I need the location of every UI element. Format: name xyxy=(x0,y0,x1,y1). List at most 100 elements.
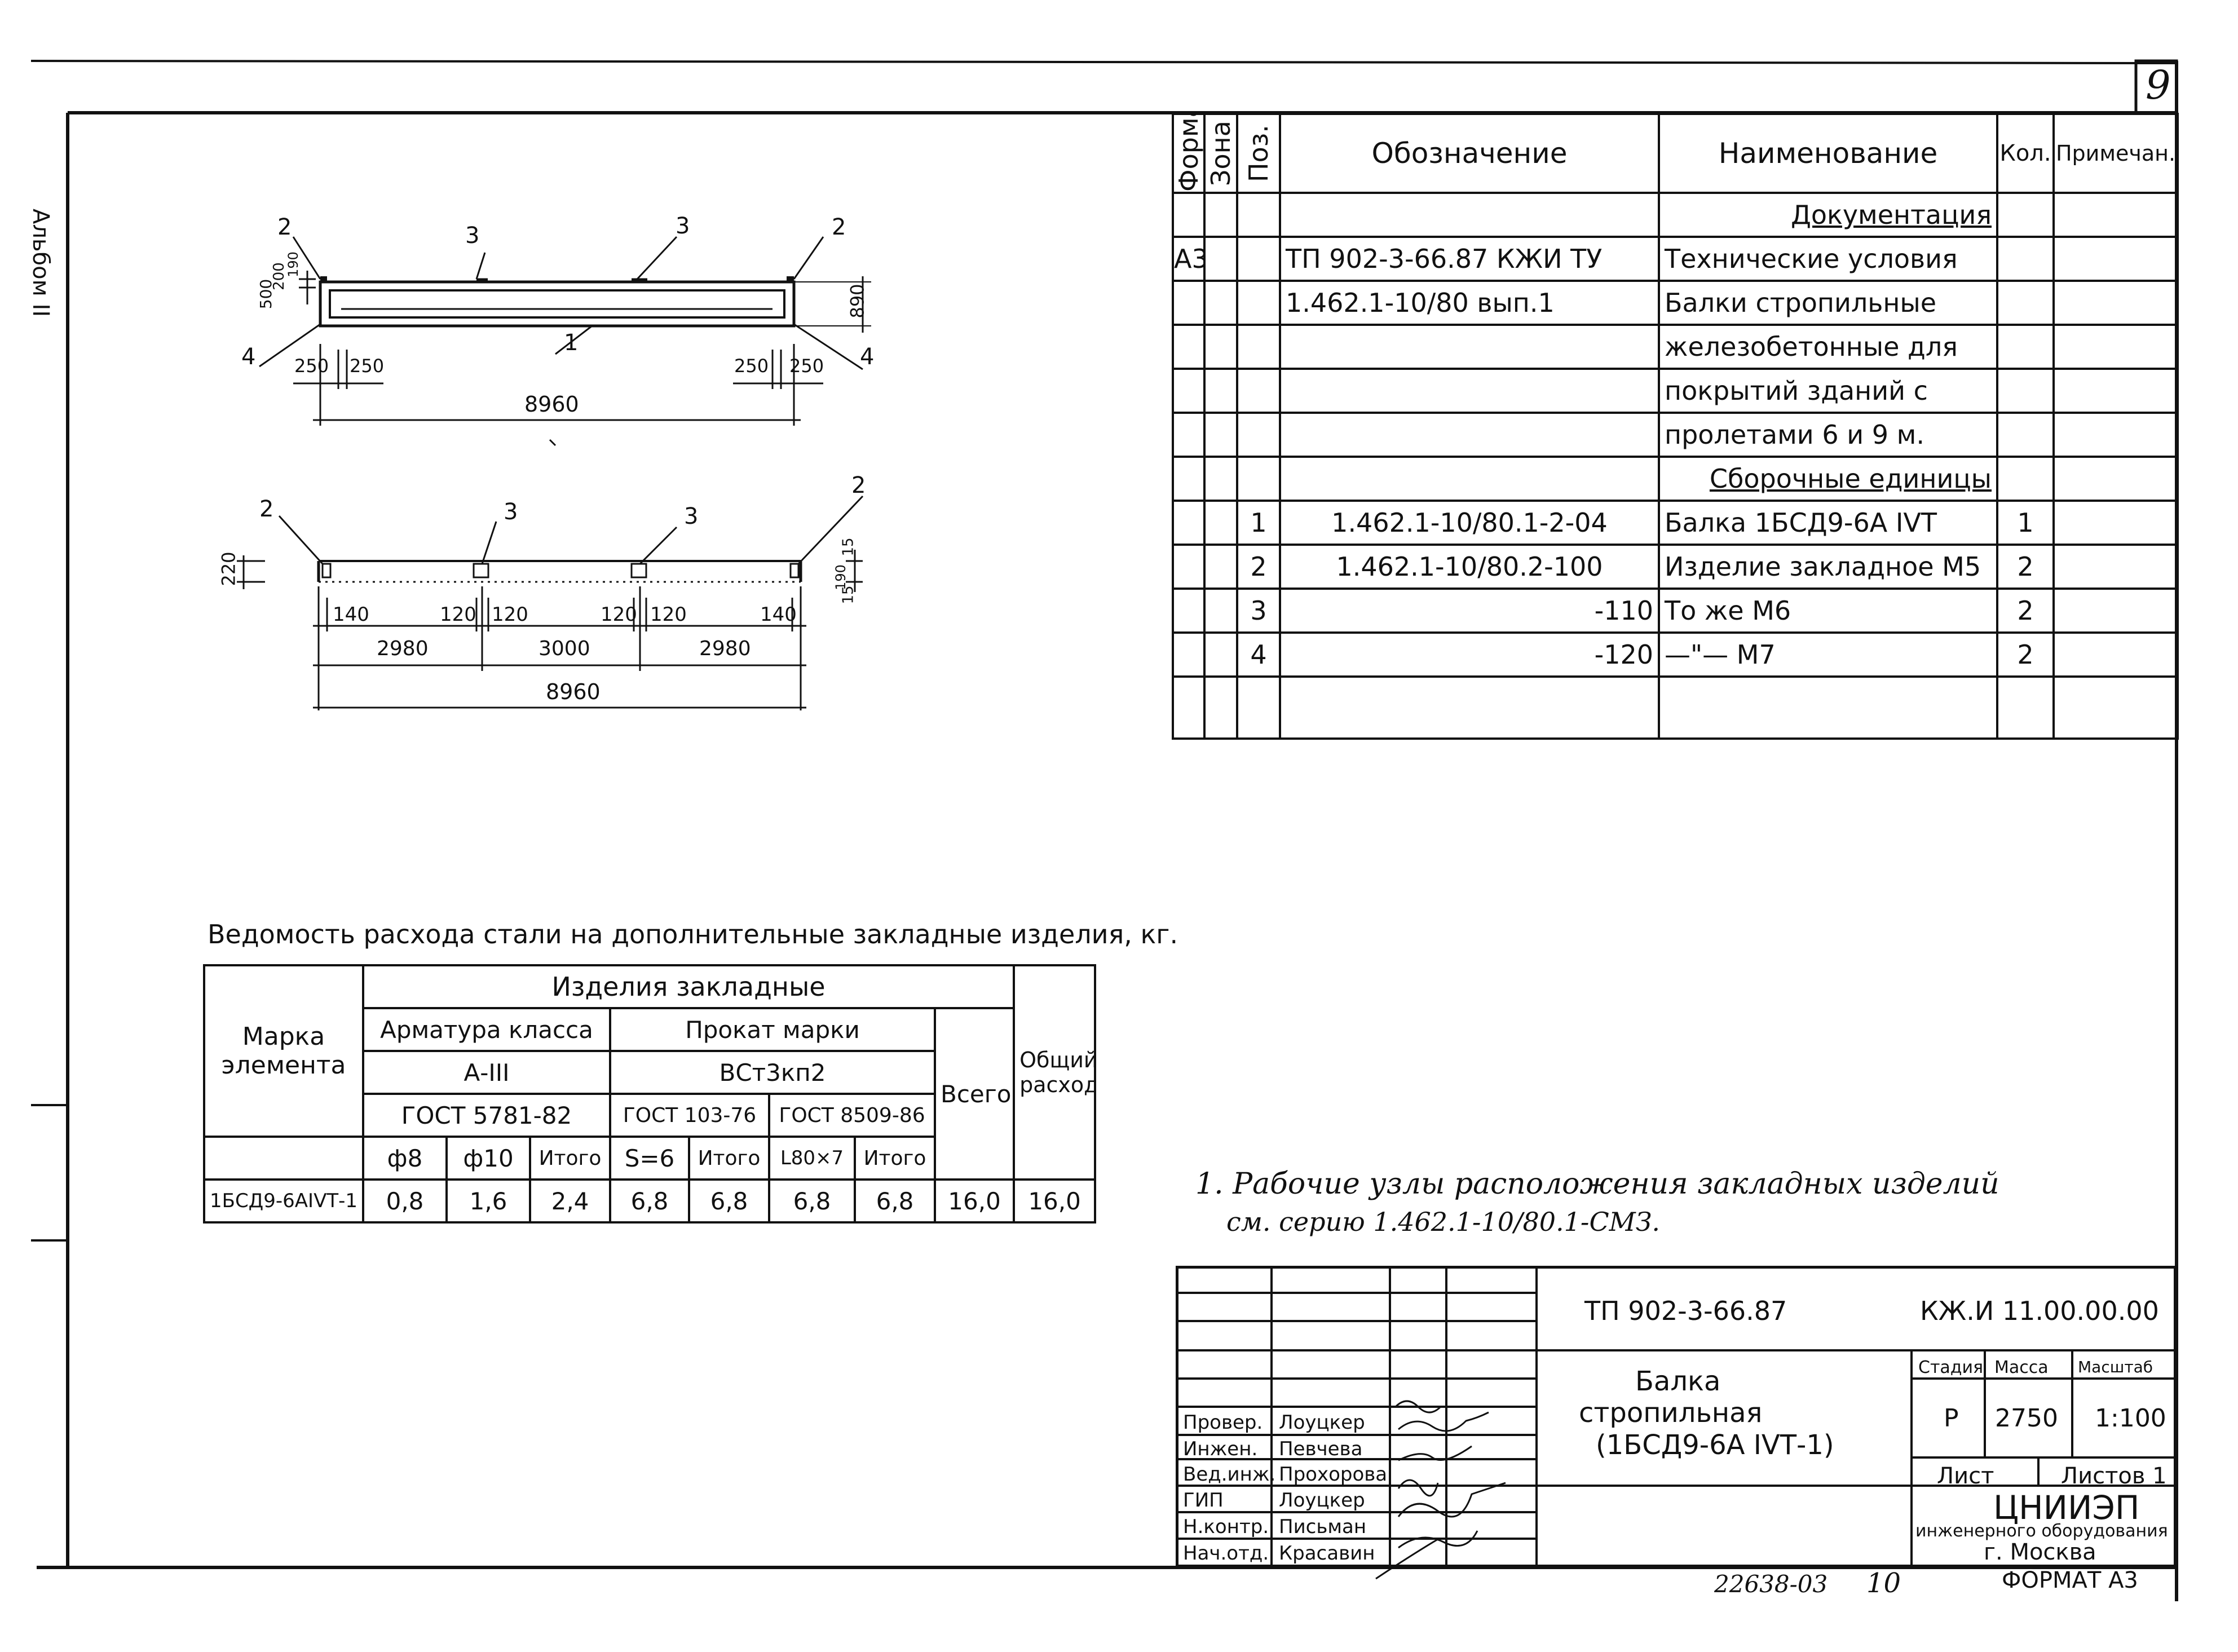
tb-org-2: инженерного оборудования xyxy=(1915,1521,2168,1541)
dim-890: 890 xyxy=(846,284,868,319)
dim-120-a: 120 xyxy=(440,603,476,626)
spec-cell-zone xyxy=(1203,192,1238,238)
spec-cell-qty xyxy=(1996,675,2055,740)
tb-scale: 1:100 xyxy=(2095,1404,2166,1433)
spec-cell-zone xyxy=(1203,675,1238,740)
tb-staff-name: Прохорова xyxy=(1279,1463,1388,1486)
spec-cell-name: покрытий зданий с xyxy=(1658,368,1998,414)
ved-h-mark-cont xyxy=(203,1137,364,1181)
spec-cell-zone xyxy=(1203,588,1238,634)
spec-cell-name xyxy=(1658,675,1998,740)
tb-stage: Р xyxy=(1944,1404,1959,1433)
spec-cell-pos: 4 xyxy=(1236,631,1281,678)
dim-2980-a: 2980 xyxy=(377,637,429,660)
title-block: ТП 902-3-66.87 КЖ.И 11.00.00.00 Балка ст… xyxy=(1176,1266,2177,1567)
spec-cell-pos xyxy=(1236,236,1281,282)
tb-title-1: Балка xyxy=(1635,1366,1721,1397)
note-line-2: см. серию 1.462.1-10/80.1-СМЗ. xyxy=(1226,1207,1661,1237)
tb-staff-role: Провер. xyxy=(1183,1411,1263,1434)
dim-250-b: 250 xyxy=(350,355,385,377)
ved-h-armatura: Арматура класса xyxy=(362,1007,611,1052)
label-plan-pos3-b: 3 xyxy=(684,503,699,529)
bottom-code: 22638-03 xyxy=(1714,1570,1828,1598)
ved-total: 16,0 xyxy=(933,1178,1016,1223)
spec-row: покрытий зданий с xyxy=(1172,368,2179,414)
tb-org-1: ЦНИИЭП xyxy=(1993,1488,2140,1527)
spec-cell-pos: 2 xyxy=(1236,544,1281,590)
spec-cell-qty xyxy=(1996,456,2055,502)
dim-2980-b: 2980 xyxy=(699,637,751,660)
spec-cell-zone xyxy=(1203,500,1238,546)
sheet-top-line xyxy=(30,60,2177,64)
spec-cell-designation xyxy=(1279,192,1660,238)
label-plan-pos3-a: 3 xyxy=(504,499,518,525)
tb-staff-name: Красавин xyxy=(1279,1542,1375,1565)
spec-cell-pos xyxy=(1236,324,1281,370)
ved-h-gost103: ГОСТ 103-76 xyxy=(609,1093,770,1138)
format-label: ФОРМАТ А3 xyxy=(2002,1567,2138,1593)
spec-row: железобетонные для xyxy=(1172,324,2179,370)
ved-h-vst: ВСт3кп2 xyxy=(609,1050,936,1095)
spec-cell-name: Документация xyxy=(1658,192,1998,238)
spec-cell-note xyxy=(2052,368,2179,414)
tb-mass: 2750 xyxy=(1995,1404,2058,1433)
beam-plan-drawing xyxy=(237,495,864,710)
tb-staff-name: Лоуцкер xyxy=(1279,1489,1365,1512)
tb-project: ТП 902-3-66.87 xyxy=(1584,1296,1787,1326)
spec-cell-qty: 1 xyxy=(1996,500,2055,546)
dim-250-c: 250 xyxy=(734,355,769,377)
spec-header-qty: Кол. xyxy=(1996,113,2055,194)
label-pos4-left: 4 xyxy=(241,344,256,370)
tb-staff-role: Н.контр. xyxy=(1183,1516,1269,1538)
page-number-box xyxy=(2134,59,2178,114)
spec-header-designation: Обозначение xyxy=(1279,113,1660,194)
spec-cell-note xyxy=(2052,280,2179,326)
spec-header-zone: Зона xyxy=(1204,114,1237,193)
ved-h-itogo2: Итого xyxy=(688,1136,770,1181)
spec-cell-format xyxy=(1172,500,1206,546)
spec-cell-note xyxy=(2052,412,2179,458)
ved-h-mark: Марка элемента xyxy=(203,964,364,1138)
spec-cell-qty: 2 xyxy=(1996,588,2055,634)
dim-120-c: 120 xyxy=(601,603,637,626)
dim-120-d: 120 xyxy=(650,603,687,626)
spec-cell-qty xyxy=(1996,324,2055,370)
spec-header-pos: Поз. xyxy=(1237,114,1280,193)
spec-cell-designation: -120 xyxy=(1279,631,1660,678)
spec-cell-pos xyxy=(1236,192,1281,238)
spec-cell-name: Технические условия xyxy=(1658,236,1998,282)
beam-elevation-drawing xyxy=(259,236,871,447)
ved-itogo3: 6,8 xyxy=(854,1178,936,1223)
ved-itogo2: 6,8 xyxy=(688,1178,770,1223)
spec-header-row: Формат Зона Поз. Обозначение Наименовани… xyxy=(1173,113,2179,194)
spec-cell-name: Балки стропильные xyxy=(1658,280,1998,326)
spec-cell-designation xyxy=(1279,324,1660,370)
spec-cell-format xyxy=(1172,412,1206,458)
spec-cell-pos xyxy=(1236,456,1281,502)
ved-h-a3: А-III xyxy=(362,1050,611,1095)
dim-15-b: 15 xyxy=(840,585,857,604)
spec-cell-format xyxy=(1172,588,1206,634)
tb-h-stage: Стадия xyxy=(1918,1358,1984,1377)
spec-row: Документация xyxy=(1172,192,2179,238)
spec-cell-pos xyxy=(1236,368,1281,414)
spec-cell-qty xyxy=(1996,412,2055,458)
dim-15: 15 xyxy=(840,537,857,556)
ved-itogo1: 2,4 xyxy=(529,1178,611,1223)
ved-h-gost8509: ГОСТ 8509-86 xyxy=(768,1093,936,1138)
label-pos1: 1 xyxy=(564,330,579,356)
vedomost-title: Ведомость расхода стали на дополнительны… xyxy=(208,919,1178,949)
label-pos2-left: 2 xyxy=(277,214,292,240)
dim-220: 220 xyxy=(218,551,240,586)
dim-3000: 3000 xyxy=(538,637,590,660)
spec-cell-note xyxy=(2052,192,2179,238)
spec-cell-qty xyxy=(1996,192,2055,238)
dim-140-a: 140 xyxy=(333,603,369,626)
bottom-sheet-number: 10 xyxy=(1866,1567,1901,1599)
tb-staff-name: Лоуцкер xyxy=(1279,1411,1365,1434)
spec-cell-qty xyxy=(1996,368,2055,414)
